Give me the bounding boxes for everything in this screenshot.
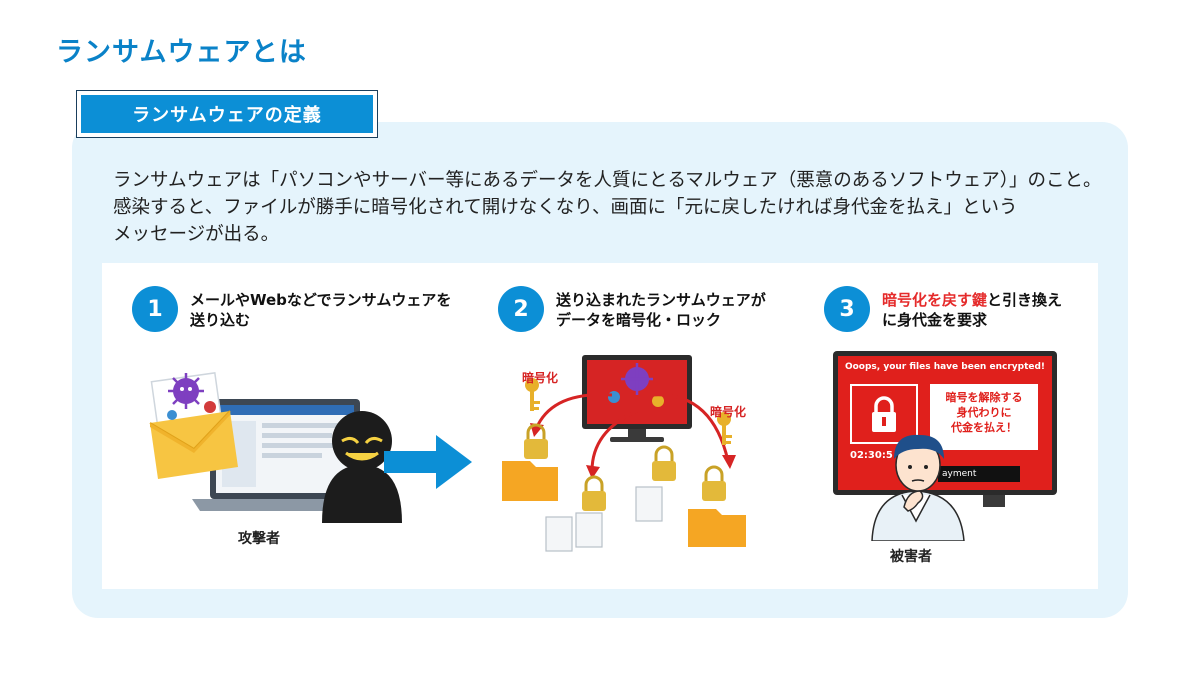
step-1: 1 メールやWebなどでランサムウェアを 送り込む (132, 286, 451, 332)
ransom-payment-button[interactable]: ayment (938, 466, 1020, 482)
step-1-line-1: メールやWebなどでランサムウェアを (190, 291, 452, 309)
step-1-text: メールやWebなどでランサムウェアを 送り込む (190, 290, 451, 330)
encrypt-label-right: 暗号化 (710, 405, 747, 419)
attacker-illustration (149, 372, 402, 523)
document-icon (545, 486, 663, 552)
description-line-1: ランサムウェアは「パソコンやサーバー等にあるデータを人質にとるマルウェア（悪意の… (113, 170, 1102, 191)
encrypt-label-left: 暗号化 (522, 371, 559, 385)
padlock-icon (524, 423, 726, 511)
attacker-caption: 攻撃者 (238, 531, 280, 547)
ransom-message-line-2: 身代わりに (956, 406, 1012, 419)
step-1-number: 1 (132, 286, 178, 332)
folder-icon (502, 461, 746, 547)
step-2-line-1: 送り込まれたランサムウェアが (556, 291, 766, 309)
ransom-message-line-1: 暗号を解除する (945, 391, 1023, 404)
step-1-line-2: 送り込む (190, 311, 251, 329)
encryption-illustration (502, 355, 746, 552)
section-tab-label: ランサムウェアの定義 (81, 95, 373, 133)
victim-person-icon (871, 434, 965, 541)
description-line-2: 感染すると、ファイルが勝手に暗号化されて開けなくなり、画面に「元に戻したければ身… (113, 197, 1018, 218)
ransom-lock-box (850, 384, 918, 444)
key-icon (525, 378, 732, 445)
step-3-line-1-rest: と引き換え (987, 291, 1063, 309)
arrow-right-icon (384, 435, 472, 489)
illustration-area: 1 メールやWebなどでランサムウェアを 送り込む 2 送り込まれたランサムウェ… (102, 263, 1098, 589)
step-3: 3 暗号化を戻す鍵と引き換え に身代金を要求 (824, 286, 1062, 332)
step-3-number: 3 (824, 286, 870, 332)
page-title: ランサムウェアとは (56, 37, 307, 68)
ransom-message: 暗号を解除する 身代わりに 代金を払え！ (930, 384, 1038, 450)
step-2-number: 2 (498, 286, 544, 332)
step-2-text: 送り込まれたランサムウェアが データを暗号化・ロック (556, 290, 766, 330)
step-2-line-2: データを暗号化・ロック (556, 311, 722, 329)
ransom-screen: Ooops, your files have been encrypted! 暗… (838, 356, 1052, 490)
lock-icon (872, 396, 896, 432)
step-3-line-2: に身代金を要求 (882, 311, 988, 329)
envelope-icon (149, 372, 238, 479)
step-2: 2 送り込まれたランサムウェアが データを暗号化・ロック (498, 286, 766, 332)
step-3-highlight: 暗号化を戻す鍵 (882, 291, 988, 309)
description: ランサムウェアは「パソコンやサーバー等にあるデータを人質にとるマルウェア（悪意の… (113, 167, 1102, 248)
step-3-line-1: 暗号化を戻す鍵と引き換え (882, 290, 1062, 310)
virus-icon (167, 373, 216, 420)
hacker-icon (322, 411, 402, 523)
description-line-3: メッセージが出る。 (113, 224, 280, 245)
victim-caption: 被害者 (890, 549, 932, 565)
ransom-monitor: Ooops, your files have been encrypted! 暗… (833, 351, 1057, 507)
section-tab: ランサムウェアの定義 (76, 90, 378, 138)
monitor-icon (582, 355, 692, 442)
step-3-text: 暗号化を戻す鍵と引き換え に身代金を要求 (882, 290, 1062, 330)
monitor-stand (983, 495, 1005, 507)
ransom-header: Ooops, your files have been encrypted! (844, 362, 1046, 372)
ransom-message-line-3: 代金を払え！ (951, 421, 1017, 434)
ransom-timer: 02:30:5 (850, 450, 893, 461)
